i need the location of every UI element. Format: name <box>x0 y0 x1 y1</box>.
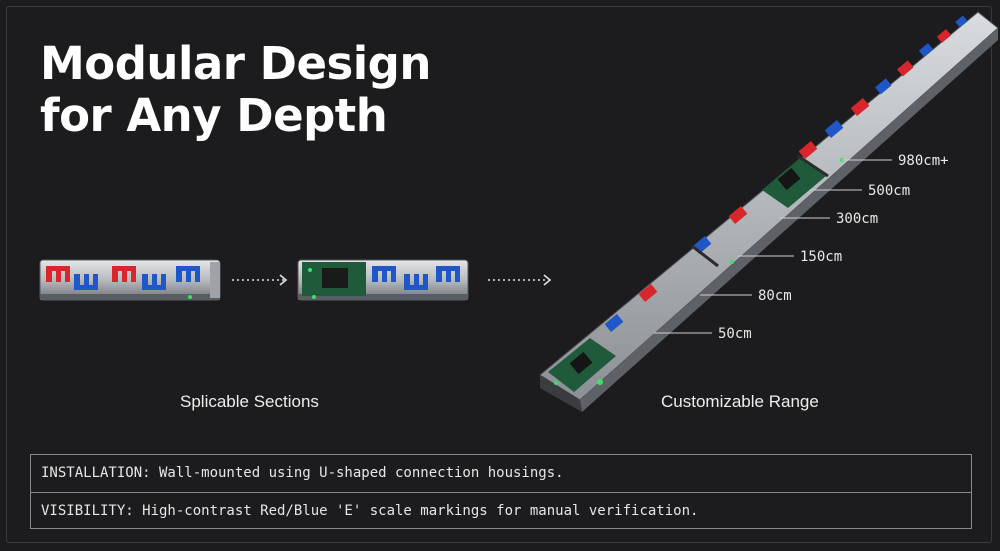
range-label-980: 980cm+ <box>898 153 949 169</box>
title-line-2: for Any Depth <box>40 89 388 142</box>
splice-module-2 <box>297 259 469 301</box>
info-row-installation: INSTALLATION: Wall-mounted using U-shape… <box>41 465 564 481</box>
blue-e-marking <box>74 266 200 290</box>
range-leaders <box>654 159 892 334</box>
range-label-500: 500cm <box>868 183 910 199</box>
arrow-2 <box>488 274 552 286</box>
assembled-strip <box>539 11 999 412</box>
range-label-50: 50cm <box>718 326 752 342</box>
range-label-80: 80cm <box>758 288 792 304</box>
splice-module-1 <box>39 259 221 301</box>
arrow-1 <box>232 274 288 286</box>
info-box: INSTALLATION: Wall-mounted using U-shape… <box>30 454 972 529</box>
joints <box>691 154 829 268</box>
slide-frame <box>6 6 992 543</box>
red-e-marking <box>46 266 136 282</box>
slide-title: Modular Design for Any Depth <box>40 38 431 142</box>
blue-e-marking <box>372 266 460 290</box>
info-row-visibility: VISIBILITY: High-contrast Red/Blue 'E' s… <box>31 492 971 530</box>
range-label-300: 300cm <box>836 211 878 227</box>
range-label-150: 150cm <box>800 249 842 265</box>
splicable-sections-caption: Splicable Sections <box>180 392 319 411</box>
red-e-markings <box>638 29 952 302</box>
title-line-1: Modular Design <box>40 37 431 90</box>
customizable-range-caption: Customizable Range <box>661 392 819 411</box>
